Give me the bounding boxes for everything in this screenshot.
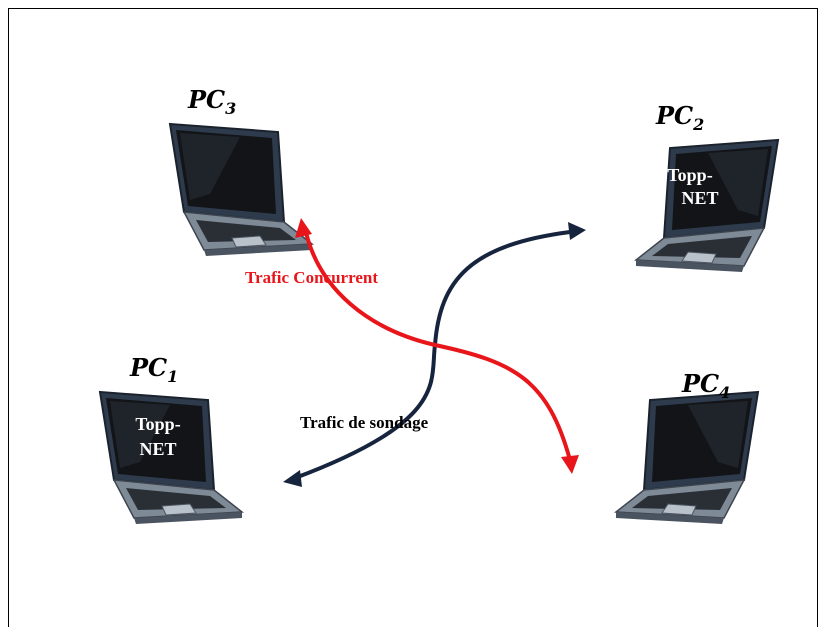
probe-arrowhead-pc1	[283, 470, 302, 487]
pc4-label: PC4	[681, 369, 730, 402]
pc1-label: PC1	[129, 353, 178, 386]
concurrent-traffic-arrow	[303, 227, 572, 461]
probe-arrowhead-pc2	[568, 222, 586, 240]
laptop-icon	[169, 123, 313, 257]
pc2-screen-line2: NET	[681, 188, 718, 208]
pc1-screen-line2: NET	[139, 439, 176, 459]
computer-pc2: PC2 Topp- NET	[635, 101, 779, 273]
computer-pc4: PC4	[615, 369, 759, 525]
pc2-screen-line1: Topp-	[667, 165, 712, 185]
concurrent-arrowhead-pc4	[561, 455, 579, 474]
pc2-label: PC2	[655, 101, 704, 134]
probe-traffic-label: Trafic de sondage	[300, 413, 429, 432]
computer-pc1: PC1 Topp- NET	[99, 353, 243, 525]
computer-pc3: PC3	[169, 85, 313, 257]
pc3-label: PC3	[187, 85, 236, 118]
pc1-screen-line1: Topp-	[135, 414, 180, 434]
laptop-icon	[615, 391, 759, 525]
concurrent-arrowhead-pc3	[295, 218, 312, 238]
concurrent-traffic-label: Trafic Concurrent	[245, 268, 378, 287]
